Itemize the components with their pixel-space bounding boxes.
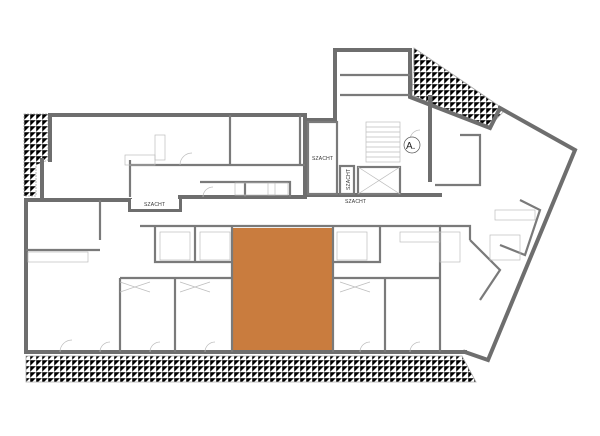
fixtures bbox=[27, 129, 536, 353]
shaft-label-left: SZACHT bbox=[144, 202, 165, 208]
shaft-left bbox=[131, 199, 179, 209]
shaft-label-top: SZACHT bbox=[312, 156, 333, 162]
balcony-bottom bbox=[25, 355, 477, 383]
stair-marker-label: A. bbox=[406, 141, 415, 152]
highlighted-unit[interactable] bbox=[233, 228, 332, 351]
stair-marker-circle bbox=[403, 136, 421, 154]
interior-walls bbox=[26, 73, 542, 352]
core bbox=[131, 120, 402, 209]
shaft-vertical bbox=[338, 164, 356, 196]
shaft-label-right: SZACHT bbox=[345, 199, 366, 205]
shaft-top bbox=[306, 120, 339, 196]
elevator bbox=[356, 165, 402, 196]
shaft-label-vertical: SZACHT bbox=[346, 169, 352, 190]
balcony-left bbox=[23, 113, 49, 197]
